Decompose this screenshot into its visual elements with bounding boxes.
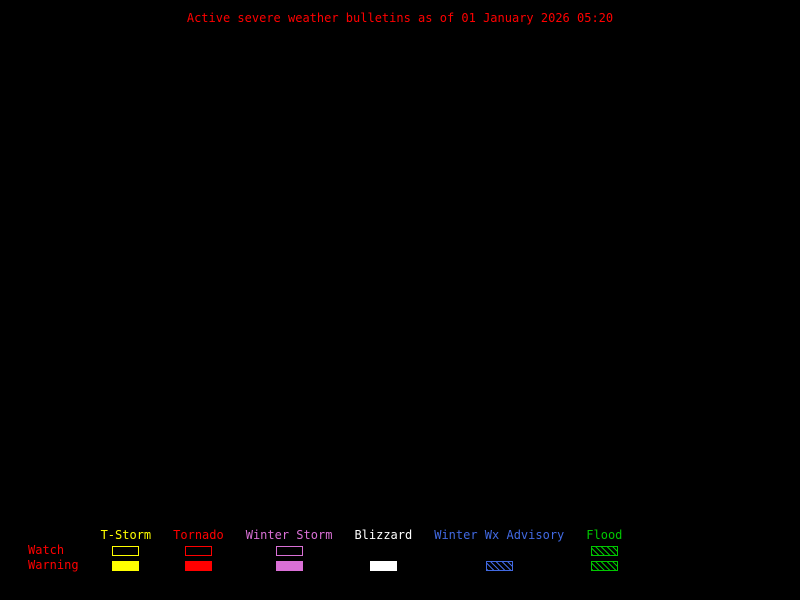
legend-watch-slot (486, 544, 513, 557)
legend-column-winter-storm: Winter Storm (245, 528, 333, 574)
bulletin-map-area (0, 30, 800, 525)
legend-column-tstorm: T-Storm (100, 528, 152, 574)
legend-warning-slot (275, 559, 303, 572)
legend-column-label: Winter Wx Advisory (434, 528, 565, 542)
legend-column-flood: Flood (586, 528, 622, 574)
legend-column-label: Flood (586, 528, 623, 542)
legend-column-winter-wx-advisory: Winter Wx Advisory (434, 528, 564, 574)
legend-watch-slot (112, 544, 140, 557)
legend-watch-slot (184, 544, 212, 557)
legend-column-blizzard: Blizzard (354, 528, 412, 574)
legend-watch-slot (590, 544, 618, 557)
legend-warning-slot (184, 559, 212, 572)
page-title: Active severe weather bulletins as of 01… (186, 11, 614, 25)
legend-warning-row-label: Warning (28, 558, 79, 572)
legend-column-label: Winter Storm (245, 528, 333, 542)
warning-swatch (369, 560, 397, 571)
legend-column-label: Blizzard (354, 528, 413, 542)
legend-row-labels-spacer (28, 528, 79, 544)
legend-row-labels: Watch Warning (28, 528, 79, 574)
legend-warning-slot (369, 559, 397, 572)
legend-watch-row-label: Watch (28, 543, 65, 557)
legend: Watch Warning T-Storm Tornado Winter Sto… (28, 528, 622, 574)
legend-warning-slot (485, 559, 513, 572)
legend-watch-slot (370, 544, 397, 557)
watch-swatch (275, 545, 303, 556)
watch-swatch (184, 545, 212, 556)
legend-warning-slot (112, 559, 140, 572)
warning-swatch (112, 560, 140, 571)
legend-watch-slot (275, 544, 303, 557)
legend-column-label: Tornado (173, 528, 224, 542)
warning-swatch (184, 560, 212, 571)
warning-swatch (485, 560, 513, 571)
watch-swatch (590, 545, 618, 556)
legend-column-label: T-Storm (100, 528, 152, 542)
legend-column-tornado: Tornado (173, 528, 224, 574)
warning-swatch (590, 560, 618, 571)
warning-swatch (275, 560, 303, 571)
watch-swatch (112, 545, 140, 556)
legend-warning-slot (590, 559, 618, 572)
